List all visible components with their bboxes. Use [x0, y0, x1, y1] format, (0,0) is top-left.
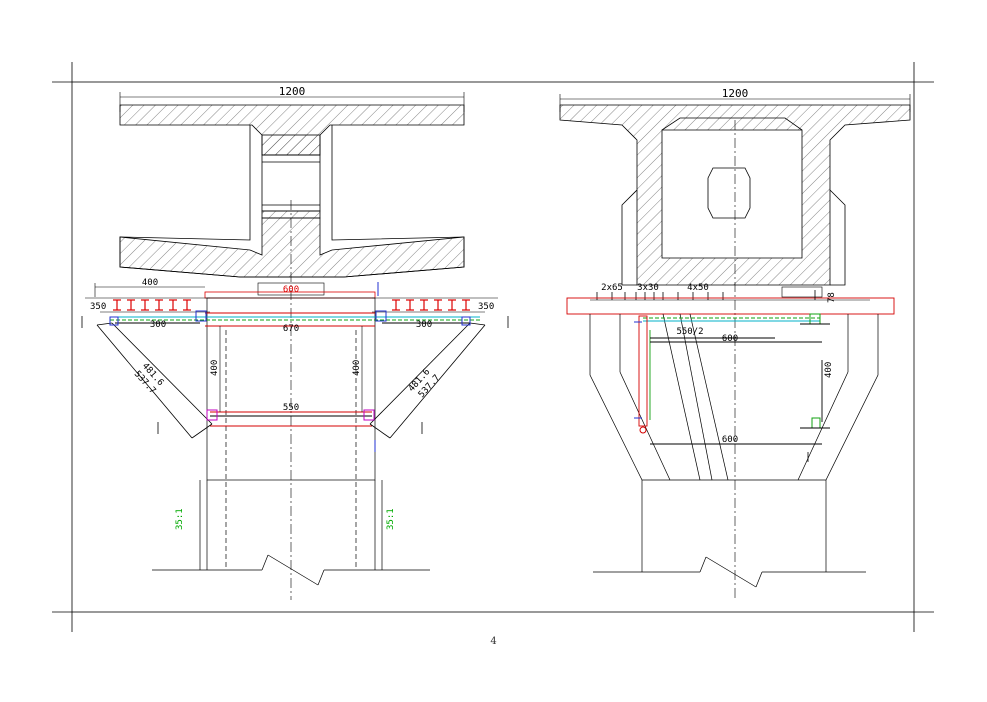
left-connection-markers	[109, 282, 471, 452]
left-bearing-pad	[257, 282, 325, 296]
right-height-label: 400	[352, 360, 362, 376]
left-vertical-dims	[219, 326, 363, 412]
right-pier	[589, 313, 879, 588]
left-girder-section	[119, 104, 465, 278]
lower-span-label: 550	[283, 403, 299, 413]
left-tie-lines	[110, 312, 480, 427]
spacing-b-label: 3x30	[637, 283, 659, 293]
thickness-label: 78	[827, 292, 837, 303]
right-tie-members	[638, 315, 823, 445]
left-bracket-dimension	[94, 283, 205, 297]
spacing-c-label: 4x50	[687, 283, 709, 293]
left-view: 1200 400 600	[81, 85, 509, 600]
left-slope-label: 35:1	[175, 508, 185, 530]
left-height-label: 400	[210, 360, 220, 376]
right-span-label: 300	[416, 320, 432, 330]
left-offset-label: 350	[90, 302, 106, 312]
left-pad-label: 600	[283, 285, 299, 295]
main-span-label: 670	[283, 324, 299, 334]
right-section-marks	[807, 290, 816, 462]
right-top-width-label: 1200	[722, 87, 749, 100]
page-number: 4	[490, 636, 497, 647]
left-i-beam-array	[113, 299, 470, 311]
upper-span-label: 600	[722, 334, 738, 344]
right-slope-label: 35:1	[386, 508, 396, 530]
right-view: 1200 2x65 3x30 4x50 78	[559, 87, 911, 600]
left-section-marks	[81, 316, 509, 434]
right-offset-label: 350	[478, 302, 494, 312]
left-top-beam	[85, 297, 498, 313]
right-height-label: 400	[824, 362, 834, 378]
half-span-label: 550/2	[676, 327, 703, 337]
right-red-platform	[566, 297, 895, 315]
left-top-width-label: 1200	[279, 85, 306, 98]
right-support-details	[634, 313, 830, 434]
spacing-a-label: 2x65	[601, 283, 623, 293]
left-diagonal-struts	[96, 322, 486, 439]
sheet-frame	[52, 62, 934, 632]
right-anchor-ticks	[596, 292, 724, 300]
right-bearing-pad	[781, 286, 823, 298]
left-bracket-width-label: 400	[142, 278, 158, 288]
lower-span-label-right: 600	[722, 435, 738, 445]
left-span-label: 300	[150, 320, 166, 330]
left-pier	[152, 297, 430, 586]
